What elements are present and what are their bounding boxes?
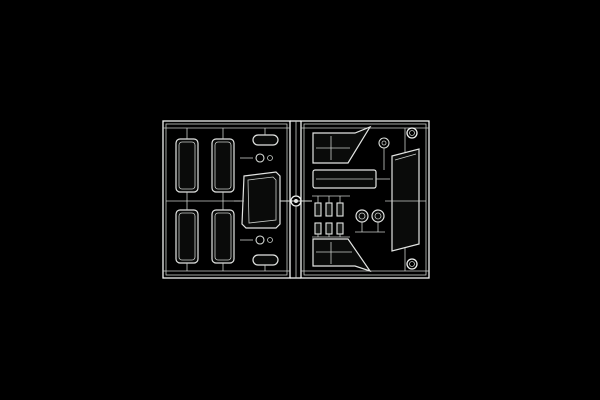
peg-6 <box>336 222 344 235</box>
peg-row-bottom <box>312 222 350 238</box>
peg-2 <box>325 202 333 217</box>
vent-window-bottom-part <box>312 238 372 273</box>
lens-bottom <box>252 254 279 266</box>
right-sprue-frame <box>300 120 430 279</box>
peg-row-top <box>312 195 350 217</box>
tall-window-part <box>391 148 420 252</box>
left-window-parts <box>166 128 240 271</box>
peg-3 <box>336 202 344 217</box>
left-small-lenses <box>240 128 279 271</box>
left-frame-outer <box>162 120 291 279</box>
vent-window-top-part <box>312 125 372 164</box>
right-frame-inner <box>303 123 427 276</box>
light-bar-part <box>312 169 390 189</box>
lens-top <box>252 134 279 146</box>
left-frame-inner <box>165 123 288 276</box>
vent-window-top <box>312 125 372 164</box>
corner-pin-bottom <box>406 258 418 270</box>
center-runner <box>280 120 312 279</box>
peg-4 <box>314 222 322 235</box>
tall-side-window <box>385 128 426 271</box>
left-sprue-frame <box>162 120 291 279</box>
left-center-part <box>234 171 281 229</box>
corner-pin-top <box>406 127 418 139</box>
round-lenses <box>355 137 390 233</box>
peg-5 <box>325 222 333 235</box>
right-frame-outer <box>300 120 430 279</box>
peg-1 <box>314 202 322 217</box>
round-lens-2 <box>371 209 385 223</box>
vent-window-bottom <box>312 238 372 273</box>
round-lens-1 <box>355 209 369 223</box>
quarter-window-part <box>241 171 281 229</box>
round-lens-3 <box>378 137 390 149</box>
